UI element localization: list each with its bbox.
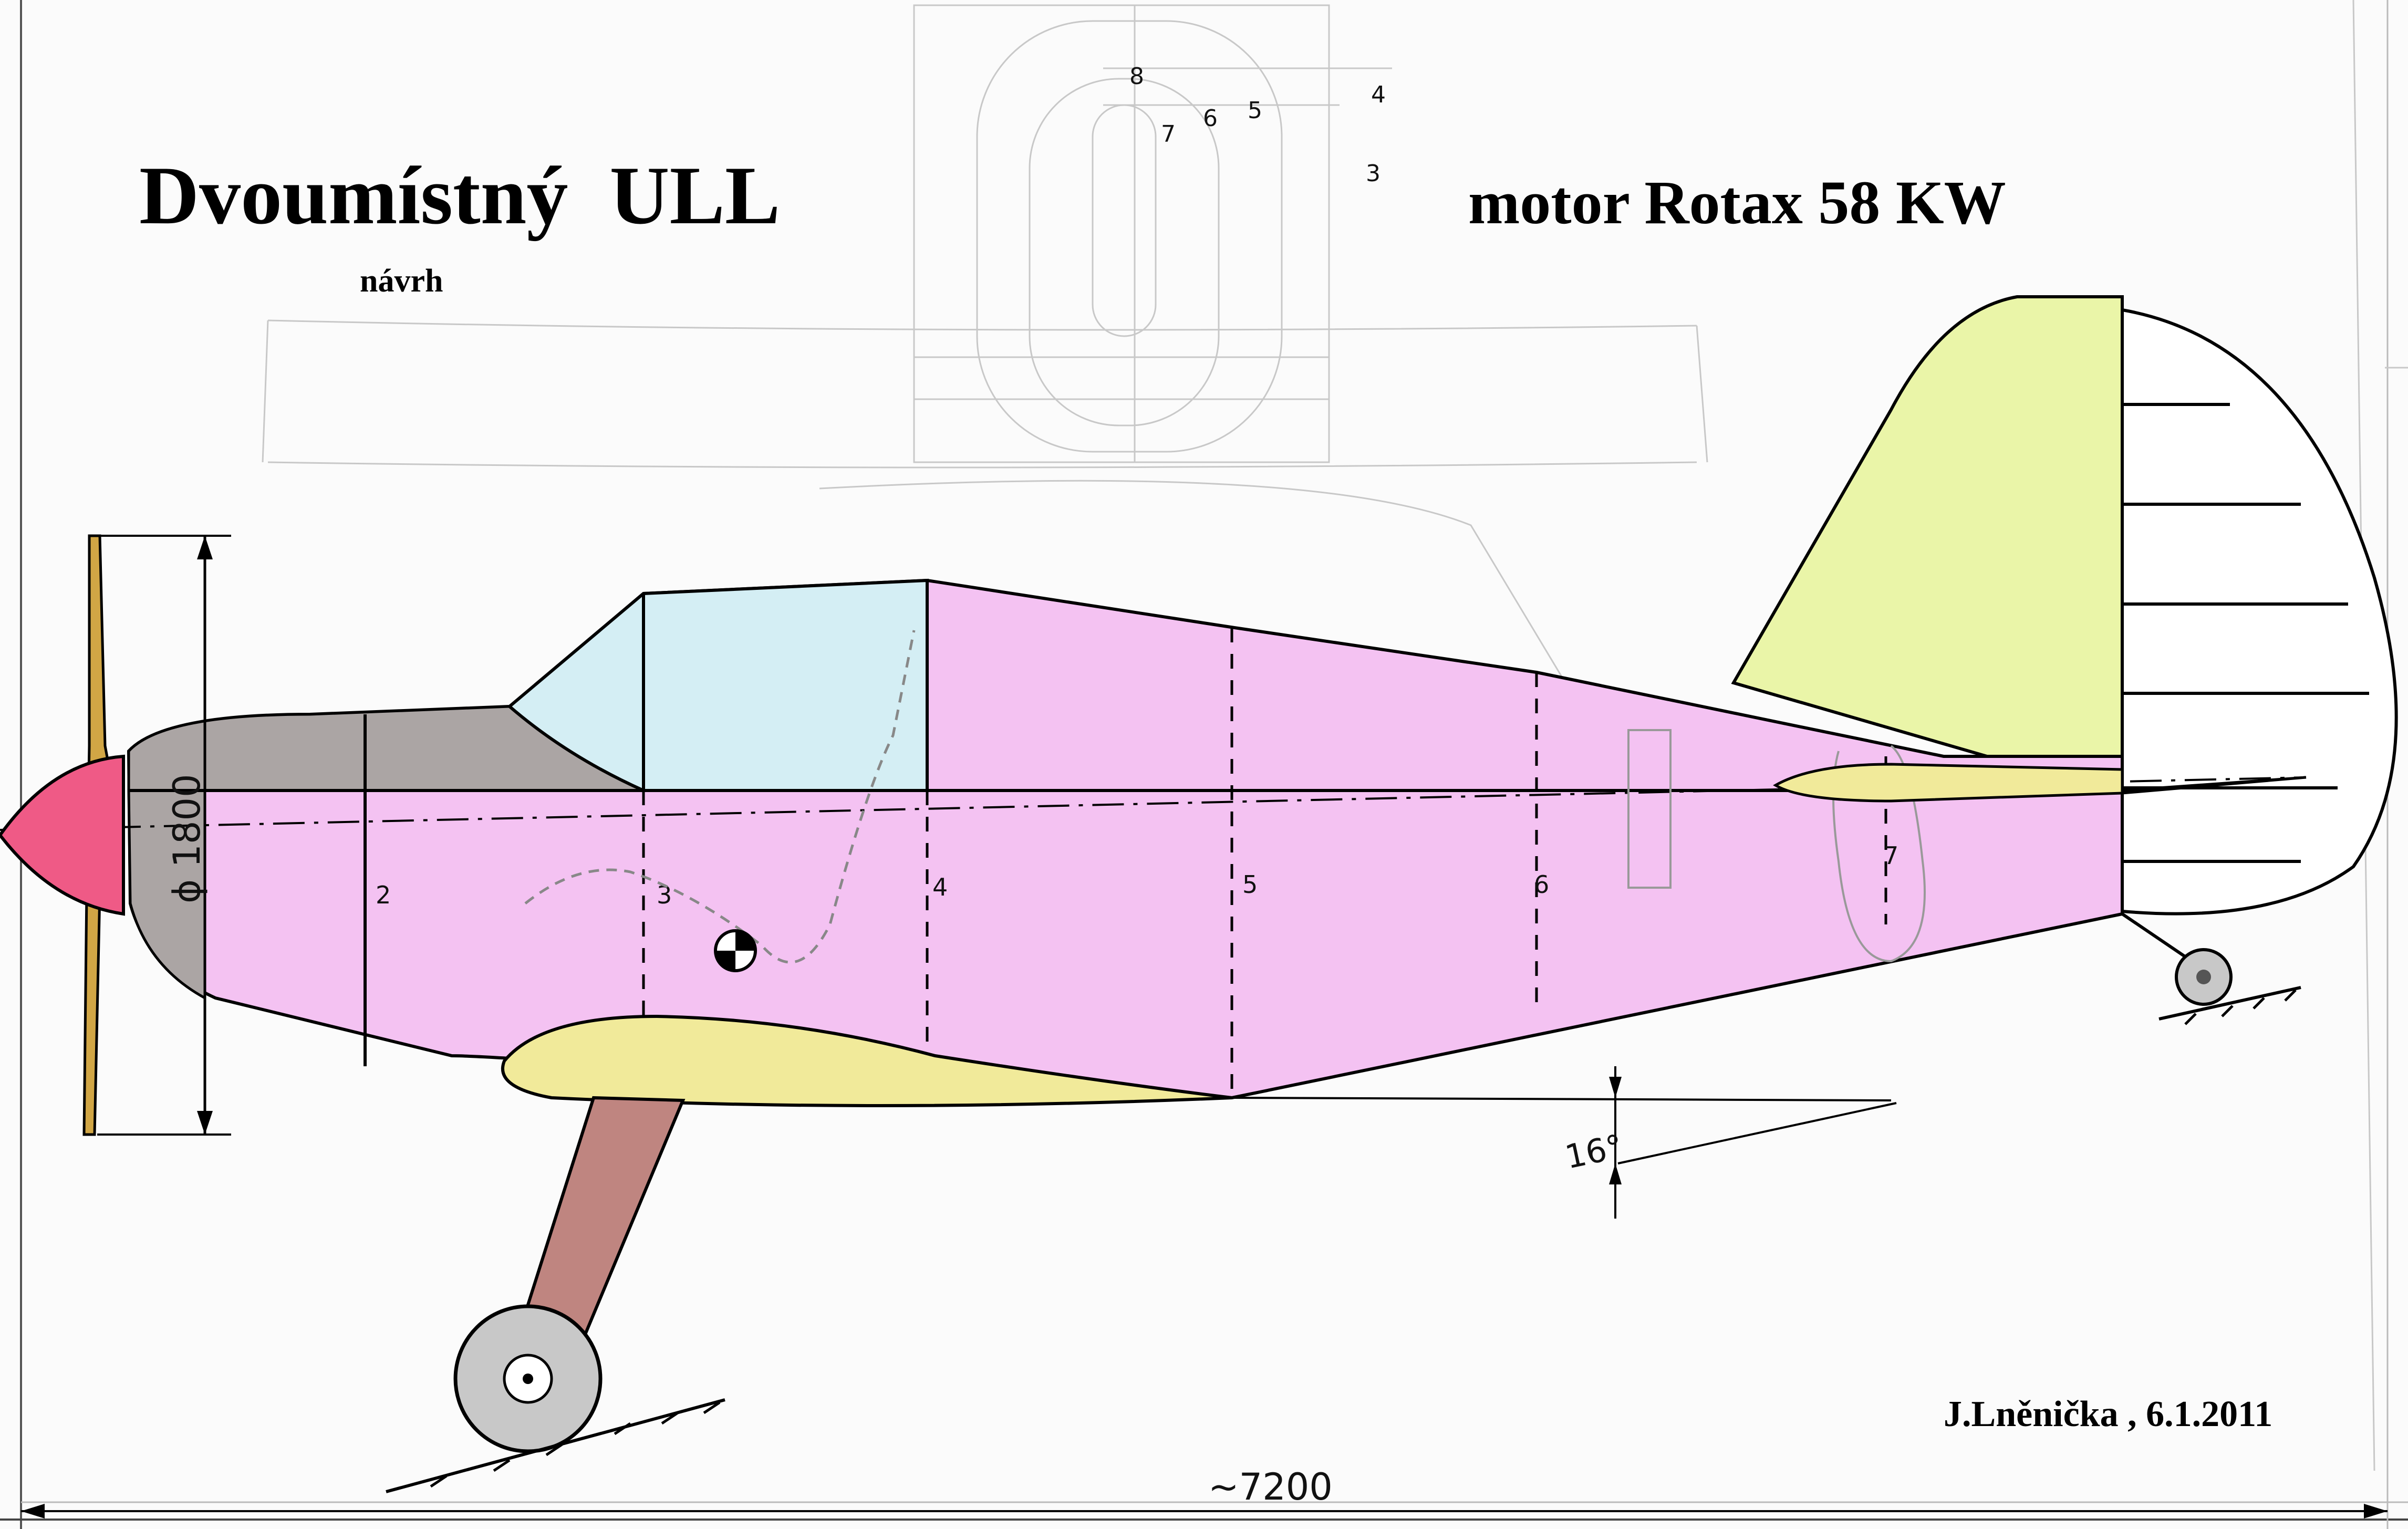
section-number-4: 4 bbox=[932, 873, 948, 901]
detail-number-8: 8 bbox=[1129, 63, 1144, 90]
drawing-title: Dvoumístný ULL bbox=[139, 150, 780, 242]
fuselage-section-frames bbox=[364, 628, 1887, 1098]
pencil-construction-sketch bbox=[262, 0, 2408, 1471]
tail-wheel-strut bbox=[2121, 912, 2197, 965]
propeller-spinner bbox=[0, 754, 125, 916]
engine-label: motor Rotax 58 KW bbox=[1468, 168, 2006, 237]
drawing-subtitle: návrh bbox=[360, 263, 443, 299]
detail-numbers: 8 7 6 5 4 3 bbox=[1129, 63, 1386, 187]
propeller-diameter-label: ϕ 1800 bbox=[165, 774, 209, 903]
horizontal-stabilizer bbox=[1773, 763, 2307, 803]
length-label: ~7200 bbox=[1208, 1465, 1333, 1509]
engine-cowling-lower bbox=[127, 789, 206, 1001]
tail-wheel bbox=[2175, 948, 2233, 1006]
detail-number-5: 5 bbox=[1248, 97, 1262, 124]
propeller-diameter-dimension bbox=[97, 535, 231, 1136]
angle-dimension bbox=[1231, 1066, 1897, 1219]
detail-number-3: 3 bbox=[1366, 160, 1381, 187]
section-number-7: 7 bbox=[1883, 841, 1898, 870]
ground-line-main bbox=[386, 1398, 725, 1493]
rudder bbox=[2121, 308, 2398, 916]
main-wheel bbox=[453, 1304, 603, 1453]
detail-number-4: 4 bbox=[1371, 81, 1386, 108]
author-date-label: J.Lněnička , 6.1.2011 bbox=[1944, 1394, 2272, 1434]
vertical-fin bbox=[1731, 295, 2124, 761]
ground-line-tail bbox=[2158, 986, 2301, 1025]
section-number-2: 2 bbox=[376, 881, 391, 909]
section-number-6: 6 bbox=[1534, 870, 1549, 899]
center-of-gravity-marker bbox=[714, 929, 757, 972]
section-numbers: 2 3 4 5 6 7 bbox=[376, 841, 1898, 909]
detail-number-7: 7 bbox=[1161, 121, 1176, 148]
pencil-pilot-outline bbox=[524, 630, 1926, 964]
detail-number-6: 6 bbox=[1203, 105, 1218, 132]
section-number-5: 5 bbox=[1242, 870, 1258, 899]
length-dimension bbox=[21, 1504, 2388, 1518]
